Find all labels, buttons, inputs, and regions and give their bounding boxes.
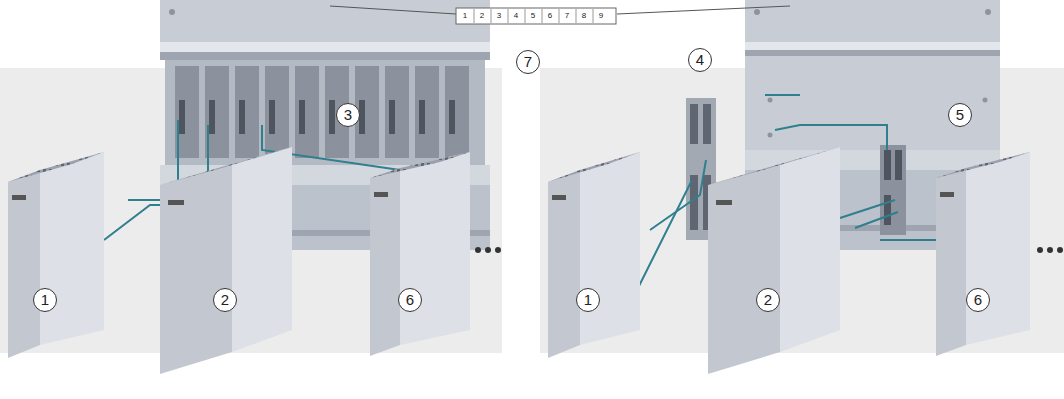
bus-connector [880,145,906,235]
callout-number: 1 [576,288,600,312]
callout-number: 2 [756,288,780,312]
module-wide [708,147,840,374]
leader-line [617,6,790,14]
callout-number: 1 [33,288,57,312]
module-narrow [548,152,640,358]
strip-number: 8 [577,9,591,23]
leader-line [330,6,456,14]
strip-number: 4 [509,9,523,23]
continuation-dots [1037,247,1063,253]
module-narrow [8,152,104,358]
module-narrow [370,152,470,356]
strip-number: 7 [560,9,574,23]
strip-number: 9 [594,9,608,23]
label-strip [456,8,616,24]
module-wide [160,147,292,374]
module-narrow [936,152,1030,356]
strip-number: 2 [475,9,489,23]
strip-number: 6 [543,9,557,23]
strip-number: 5 [526,9,540,23]
strip-number: 1 [458,9,472,23]
continuation-dots [475,247,501,253]
callout-number: 6 [398,288,422,312]
callout-number: 7 [516,50,540,74]
callout-number: 2 [213,288,237,312]
callout-number: 5 [948,103,972,127]
strip-number: 3 [492,9,506,23]
callout-number: 6 [966,288,990,312]
callout-number: 4 [688,48,712,72]
callout-number: 3 [336,103,360,127]
